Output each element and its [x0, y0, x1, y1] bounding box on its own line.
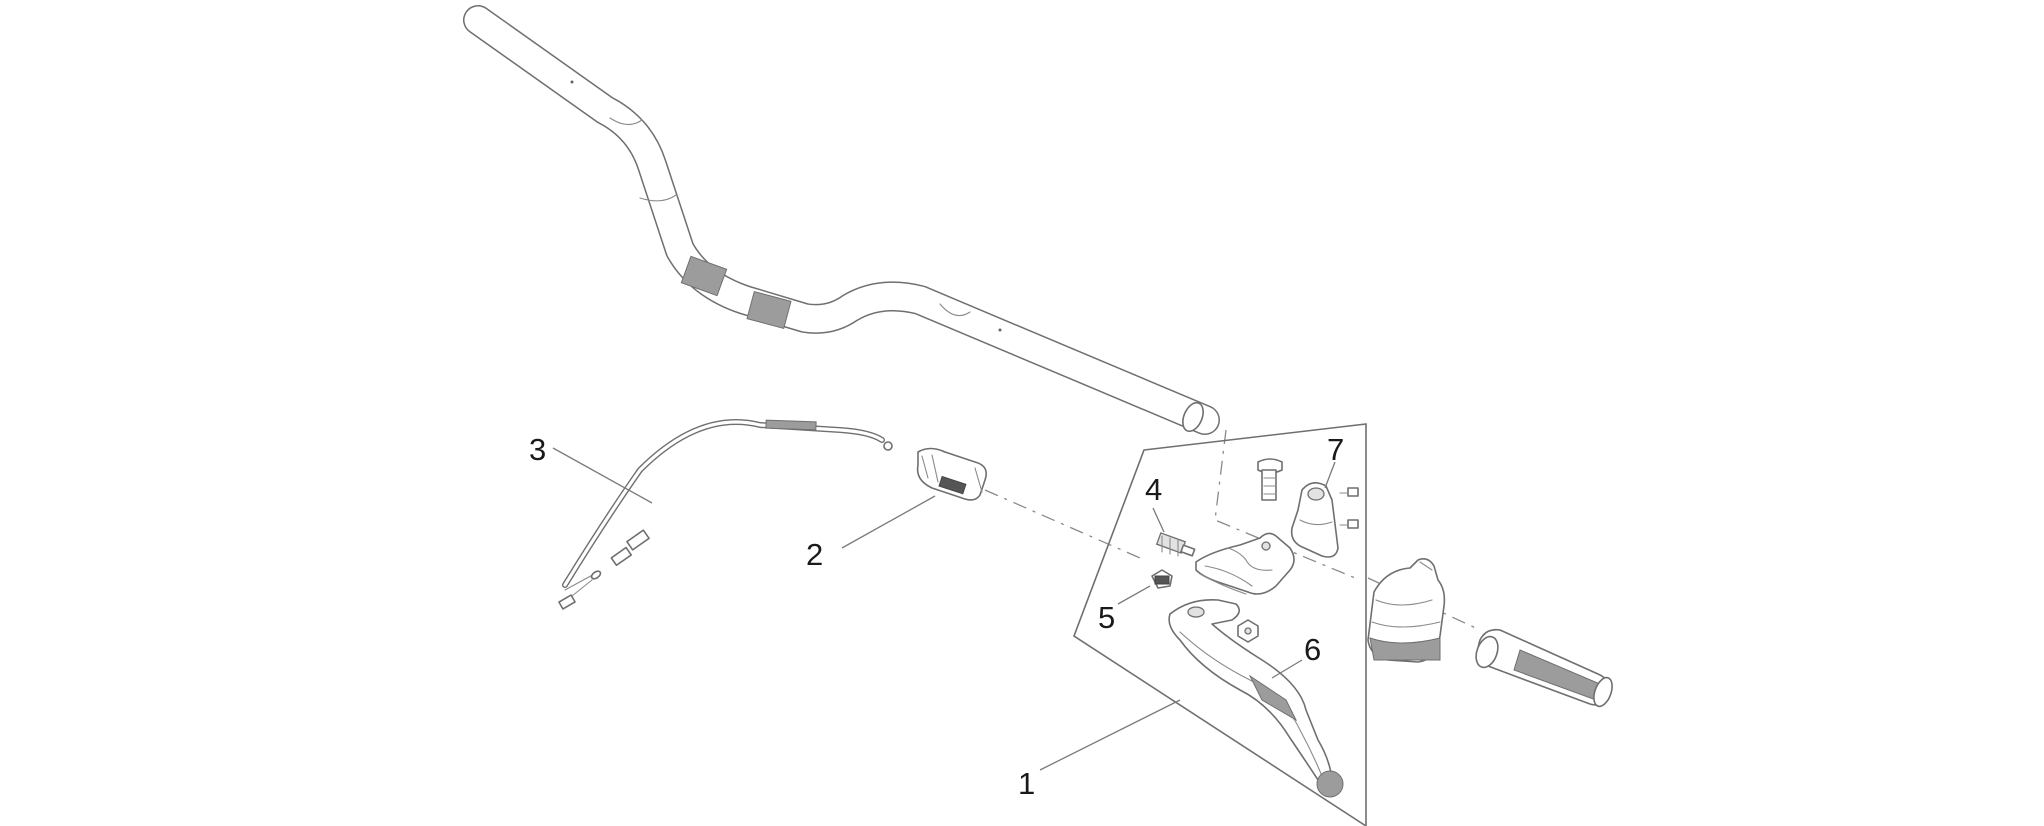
label-part-3: 3: [529, 432, 546, 467]
clamp-bolt-bottom: [1339, 519, 1359, 529]
leader-5: [1117, 585, 1151, 605]
label-part-2: 2: [806, 537, 823, 572]
label-part-6: 6: [1304, 632, 1321, 667]
switch-housing: [1367, 558, 1446, 663]
part-1-kit-frame: [1073, 423, 1367, 826]
leader-1: [1039, 699, 1181, 771]
leader-2: [841, 495, 936, 549]
label-part-5: 5: [1098, 600, 1115, 635]
part-2-cable-adjuster: [916, 447, 988, 501]
pivot-nut: [1237, 619, 1259, 643]
part-4-switch-plunger: [1155, 532, 1196, 557]
leader-4: [1152, 507, 1165, 533]
leader-7: [1324, 461, 1336, 489]
pivot-bolt: [1257, 458, 1283, 501]
handlebar: [463, 5, 1220, 435]
label-part-7: 7: [1327, 432, 1344, 467]
axis-line-handlebar: [1214, 429, 1361, 581]
clamp-bolt-top: [1339, 487, 1359, 497]
lever-perch: [1195, 532, 1295, 595]
leader-6: [1271, 659, 1303, 679]
label-part-4: 4: [1145, 472, 1162, 507]
part-3-clutch-cable: [558, 419, 893, 610]
axis-line-grip: [1367, 577, 1481, 631]
axis-line-adjuster: [984, 489, 1141, 559]
part-7-clamp: [1290, 482, 1359, 558]
label-part-1: 1: [1018, 766, 1035, 801]
part-5-pivot-insert: [1151, 569, 1173, 589]
handlebar-grip: [1475, 628, 1613, 708]
part-6-clutch-lever: [1168, 598, 1344, 798]
leader-3: [552, 447, 653, 504]
